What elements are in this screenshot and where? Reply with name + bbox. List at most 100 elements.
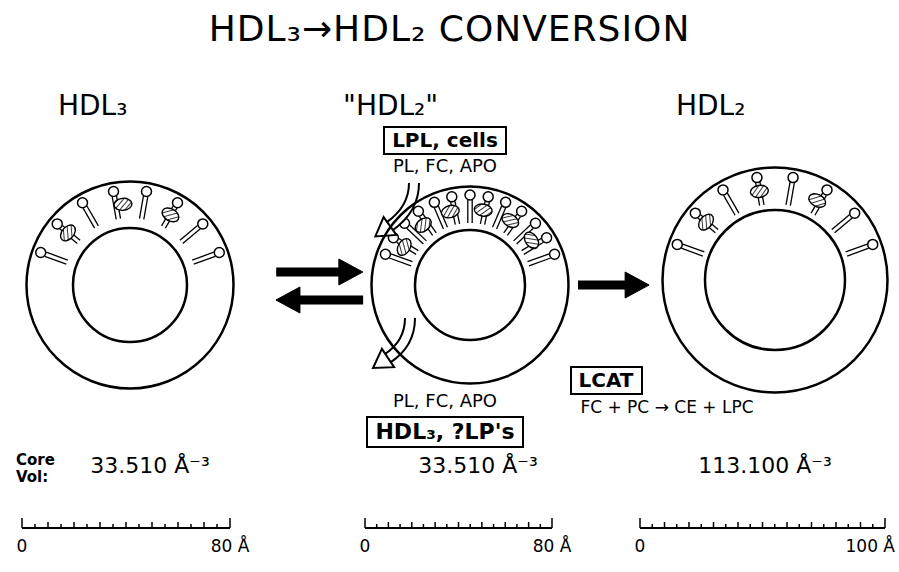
lipid-tail: [493, 206, 502, 227]
lipid-tail: [847, 248, 869, 256]
conversion-arrow: [578, 272, 649, 298]
scale-tick: [446, 524, 448, 528]
particle-label: HDL₃: [58, 90, 127, 122]
lipid-head: [78, 198, 88, 208]
arrow-shaft: [299, 296, 363, 305]
lipid-head: [483, 192, 493, 202]
lipid-head: [850, 208, 860, 218]
scale-tick: [835, 522, 837, 528]
outer-surface: [372, 187, 569, 384]
lipid-head: [550, 249, 560, 259]
box-label: HDL₃, ?LP's: [375, 419, 514, 444]
scale-tick: [750, 524, 752, 528]
scale-tick: [99, 522, 101, 528]
lipid-tail: [727, 193, 739, 213]
conversion-arrow: [276, 259, 363, 285]
lipid-tail: [144, 197, 148, 220]
lipid-tail: [46, 252, 68, 260]
hdl-particle: HDL₃: [25, 180, 235, 390]
lipid-head: [52, 219, 62, 229]
scale-tick: [203, 522, 205, 528]
lipid-head: [718, 185, 728, 195]
arrow-head: [625, 272, 649, 298]
annotation: 80 Å: [533, 537, 572, 557]
lipid-tail: [192, 252, 214, 260]
lipid-tail: [724, 195, 736, 215]
lipid-core: [705, 210, 845, 350]
scale-tick: [762, 522, 764, 528]
annotation: PL, FC, APO: [393, 391, 497, 412]
scale-tick: [774, 524, 776, 528]
scale-tick: [388, 522, 390, 528]
lipid-tail: [846, 244, 868, 252]
scale-tick: [364, 518, 366, 528]
box-label: LPL, cells: [392, 129, 498, 152]
lipid-tail: [528, 254, 550, 262]
lipid-head: [198, 219, 208, 229]
scale-tick: [151, 522, 153, 528]
scale-tick: [872, 524, 874, 528]
lipid-head: [752, 173, 762, 183]
scale-tick: [190, 524, 192, 528]
lipid-tail: [45, 256, 67, 264]
apoprotein: [749, 184, 769, 199]
outer-surface: [663, 168, 888, 393]
lipid-core: [415, 230, 525, 340]
lipid-head: [429, 197, 439, 207]
particle-outline: [25, 180, 235, 390]
lipid-tail: [835, 218, 853, 233]
apoprotein: [113, 198, 132, 212]
lipid-tail: [683, 244, 705, 252]
scale-tick: [848, 524, 850, 528]
arrow-head: [276, 287, 300, 313]
scale-tick: [458, 522, 460, 528]
scale-tick: [21, 518, 23, 528]
scale-tick: [86, 524, 88, 528]
scale-tick: [164, 524, 166, 528]
annotation: 33.510 Å⁻³: [418, 453, 537, 478]
apoprotein: [160, 205, 182, 224]
scale-tick: [639, 518, 641, 528]
scale-tick: [112, 524, 114, 528]
enzyme-box: HDL₃, ?LP's: [366, 416, 523, 447]
apoprotein: [412, 215, 434, 236]
scale-tick: [481, 522, 483, 528]
lipid-head: [868, 239, 878, 249]
transfer-arrows: [373, 183, 414, 368]
lipid-tail: [467, 200, 468, 223]
lipid-head: [214, 248, 224, 258]
particle-label: "HDL₂": [343, 90, 438, 122]
particle-outline: [370, 185, 570, 385]
lipid-head: [517, 206, 527, 216]
scale-tick: [664, 522, 666, 528]
lipid-head: [173, 198, 183, 208]
lipid-head: [542, 233, 552, 243]
particle-label: HDL₂: [676, 90, 745, 122]
scale-tick: [701, 524, 703, 528]
scale-tick: [73, 522, 75, 528]
apoprotein: [499, 211, 521, 231]
lipid-head: [380, 249, 390, 259]
scale-tick: [676, 524, 678, 528]
scale-tick: [823, 524, 825, 528]
apoprotein: [58, 222, 79, 244]
lipid-head: [690, 208, 700, 218]
scale-tick: [799, 524, 801, 528]
scale-tick: [505, 522, 507, 528]
lipid-head: [788, 173, 798, 183]
conversion-arrow: [276, 287, 363, 313]
enzyme-box: LPL, cells: [383, 126, 507, 155]
scale-tick: [434, 522, 436, 528]
annotation: 80 Å: [211, 537, 250, 557]
lipid-tail: [139, 196, 143, 219]
scale-tick: [376, 524, 378, 528]
lipid-core: [73, 228, 187, 342]
scale-tick: [540, 524, 542, 528]
scale-tick: [138, 524, 140, 528]
enzyme-box: LCAT: [570, 366, 643, 395]
annotation: 113.100 Å⁻³: [698, 453, 831, 478]
lipid-head: [141, 186, 151, 196]
scale-tick: [423, 524, 425, 528]
